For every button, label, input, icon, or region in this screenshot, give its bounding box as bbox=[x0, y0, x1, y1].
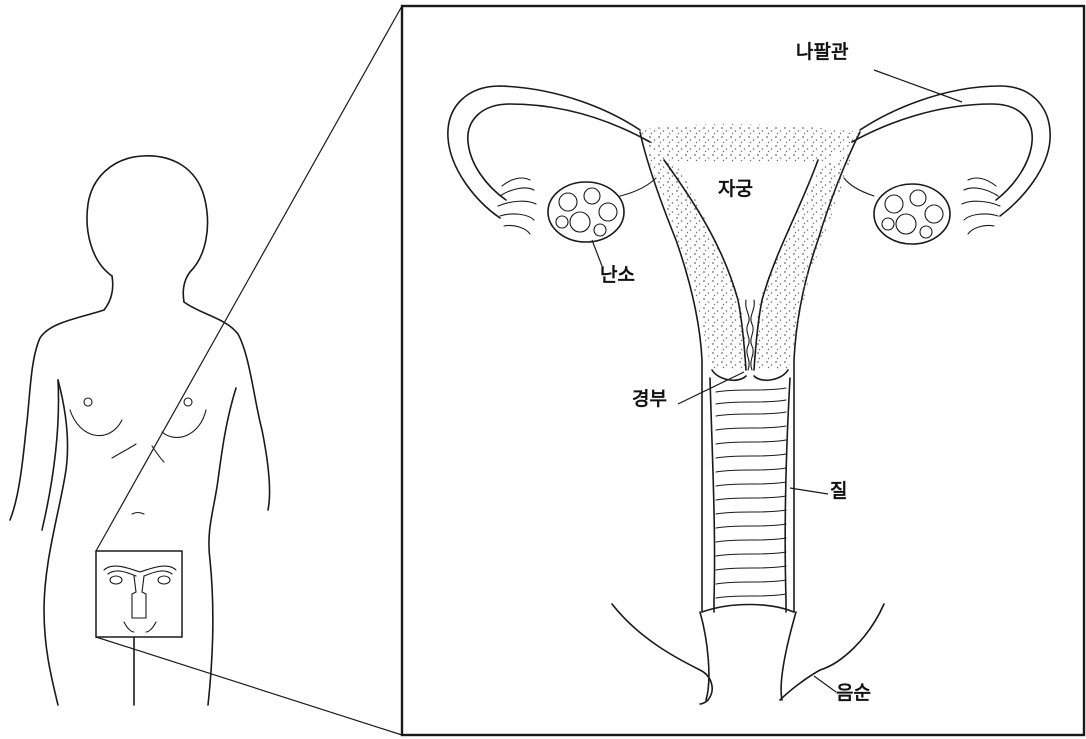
left-nipple bbox=[84, 398, 92, 406]
detail-frame bbox=[402, 6, 1084, 735]
zoom-line-top bbox=[96, 6, 402, 551]
navel bbox=[132, 513, 144, 515]
zoom-thumbnail bbox=[96, 551, 182, 637]
ovary-right bbox=[874, 184, 950, 244]
head-outline bbox=[87, 156, 208, 302]
uterine-fundus bbox=[640, 124, 860, 163]
torso-left bbox=[44, 380, 68, 705]
left-breast bbox=[70, 410, 122, 436]
right-breast bbox=[162, 410, 206, 437]
rib-mark-1 bbox=[112, 444, 136, 458]
label-vulva: 음순 bbox=[836, 684, 871, 703]
zoom-line-bottom bbox=[96, 637, 402, 735]
left-arm bbox=[10, 310, 104, 520]
label-fallopian-tube: 나팔관 bbox=[796, 43, 848, 62]
right-nipple bbox=[184, 398, 192, 406]
label-uterus: 자궁 bbox=[718, 180, 753, 199]
label-cervix: 경부 bbox=[632, 390, 667, 409]
left-arm-inner bbox=[42, 380, 58, 530]
ovary-left bbox=[548, 182, 624, 242]
neck-left bbox=[104, 276, 113, 310]
label-ovary: 난소 bbox=[600, 266, 635, 285]
label-vagina: 질 bbox=[830, 482, 847, 501]
torso-right bbox=[208, 388, 236, 705]
right-arm bbox=[184, 302, 270, 510]
